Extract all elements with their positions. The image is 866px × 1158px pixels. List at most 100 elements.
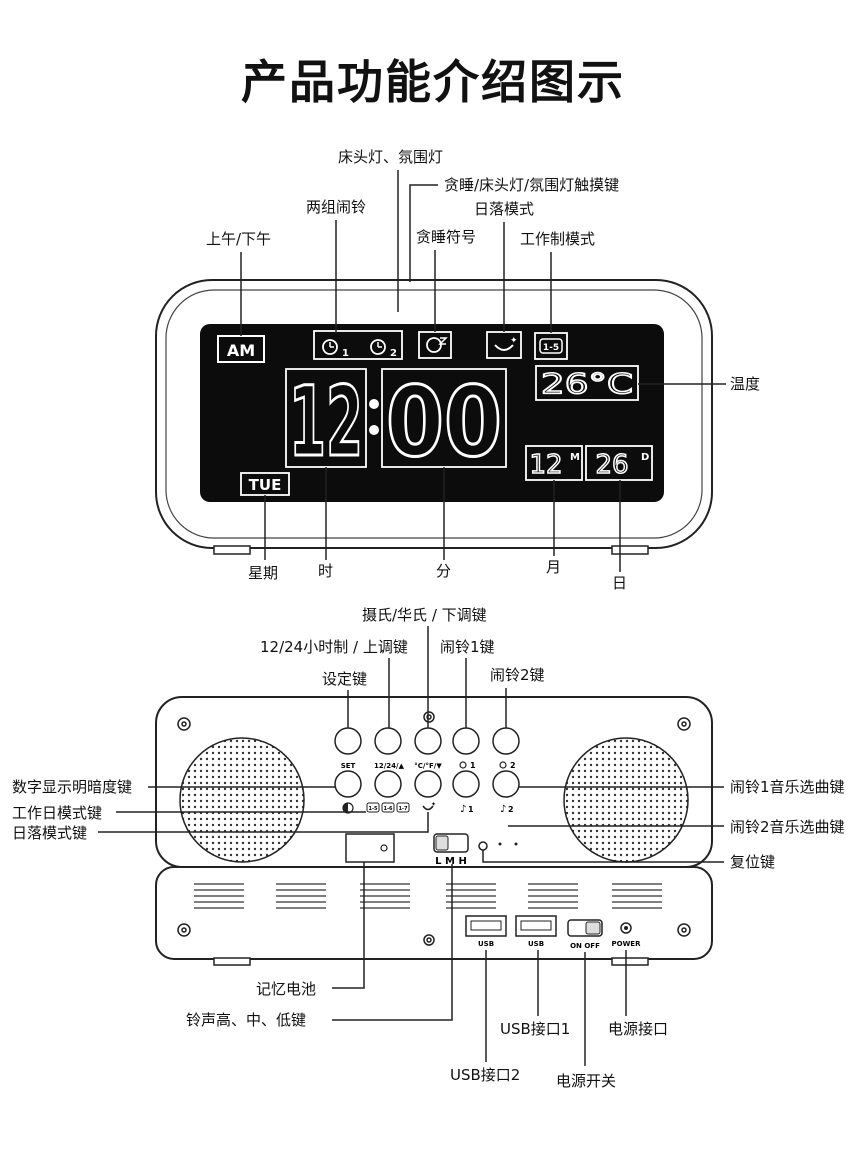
label-month: 月: [546, 558, 562, 576]
temp-readout: 26°C: [541, 367, 633, 400]
btn-label-1224: 12/24/▲: [374, 762, 405, 770]
label-alarm2-music: 闹铃2音乐选曲键: [730, 818, 845, 836]
power-switch-knob: [585, 921, 601, 935]
speaker-left: [179, 737, 305, 863]
alarms-box: [313, 330, 403, 360]
battery-door: [345, 833, 395, 863]
label-two-alarms: 两组闹铃: [306, 198, 367, 216]
label-alarm1-key: 闹铃1键: [440, 638, 495, 656]
work-badge-15: 1-5: [368, 806, 378, 812]
usb-b-label: USB: [528, 940, 544, 948]
sunset-icon: ✦: [494, 336, 518, 351]
clock-body-inner: [165, 289, 703, 539]
label-memory-battery: 记忆电池: [256, 980, 317, 998]
back-foot-left: [213, 957, 251, 966]
label-hour: 时: [318, 562, 334, 580]
btn-icon-alarm1: [459, 761, 467, 769]
label-weekday: 星期: [248, 564, 279, 582]
svg-text:✦: ✦: [510, 336, 518, 346]
front-callout-lines: [240, 170, 726, 572]
label-alarm2-key: 闹铃2键: [490, 666, 545, 684]
workday-badge: 1-5: [543, 343, 559, 353]
label-usb1: USB接口1: [500, 1020, 571, 1038]
brightness-icon: [342, 802, 354, 814]
label-alarm1-music: 闹铃1音乐选曲键: [730, 778, 845, 796]
day-sup: D: [641, 452, 649, 463]
music1-number: 1: [468, 805, 474, 814]
label-mode-up: 12/24小时制 / 上调键: [260, 638, 408, 656]
time-hours: 12: [289, 366, 363, 478]
label-ring-volume: 铃声高、中、低键: [186, 1011, 307, 1029]
foot-right: [611, 545, 649, 555]
sunset-key-icon: ✦: [422, 801, 436, 811]
label-workday-key: 工作日模式键: [12, 804, 103, 822]
label-touch-key: 贪睡/床头灯/氛围灯触摸键: [444, 176, 620, 194]
label-sunset-key: 日落模式键: [12, 824, 88, 842]
label-snooze-symbol: 贪睡符号: [416, 228, 477, 246]
label-workday-mode: 工作制模式: [520, 230, 596, 248]
label-set-key: 设定键: [322, 670, 368, 688]
speaker-right: [563, 737, 689, 863]
work-badge-17: 1-7: [398, 806, 408, 812]
alarm-clock-icon-1: [322, 339, 338, 355]
button-row-top: [334, 727, 520, 755]
battery-door-screw: [380, 844, 388, 852]
workday-badges: [366, 802, 410, 813]
usb-a-label: USB: [478, 940, 494, 948]
on-off-label: ON OFF: [570, 942, 600, 950]
btn-label-a2: 2: [510, 761, 516, 770]
time-minutes: 00: [386, 366, 502, 478]
work-badge-16: 1-6: [383, 806, 393, 812]
vent-slots: [194, 883, 662, 909]
month-value: 12: [529, 450, 562, 480]
power-jack-pin: [624, 926, 628, 930]
btn-label-cf: °C/°F/▼: [414, 762, 442, 770]
label-celsius-down: 摄氏/华氏 / 下调键: [362, 606, 487, 624]
snooze-icon: [426, 337, 448, 353]
btn-label-set: SET: [341, 762, 356, 770]
alarm-2-number: 2: [390, 348, 397, 359]
am-indicator: AM: [227, 341, 255, 360]
label-am-pm: 上午/下午: [206, 230, 272, 248]
label-sunset-mode: 日落模式: [474, 200, 535, 218]
label-brightness: 数字显示明暗度键: [12, 778, 133, 796]
volume-slider-knob: [435, 835, 449, 851]
music2-number: 2: [508, 805, 514, 814]
btn-icon-alarm2: [499, 761, 507, 769]
usb-port-b-inner: [520, 920, 552, 931]
button-row-second: [334, 770, 520, 798]
day-box: [585, 445, 653, 481]
reset-hole: [478, 841, 488, 851]
usb-port-a-inner: [470, 920, 502, 931]
alarm-clock-icon-2: [370, 339, 386, 355]
colon-top: [369, 399, 379, 409]
day-value: 26: [595, 450, 628, 480]
label-minute: 分: [436, 562, 452, 580]
back-foot-right: [611, 957, 649, 966]
indicator-dot-2: [514, 842, 518, 846]
screws: [177, 711, 691, 946]
music-note-icon-2: ♪: [500, 804, 506, 815]
page-title: 产品功能介绍图示: [241, 55, 625, 109]
lmh-labels: L M H: [435, 856, 467, 867]
indicator-dot-1: [498, 842, 502, 846]
label-bedside-light: 床头灯、氛围灯: [338, 148, 444, 166]
power-label: POWER: [612, 940, 642, 948]
label-power-port: 电源接口: [608, 1020, 669, 1038]
alarm-1-number: 1: [342, 348, 349, 359]
colon-bottom: [369, 425, 379, 435]
month-sup: M: [570, 452, 580, 463]
workday-inner: [539, 338, 563, 354]
label-power-switch: 电源开关: [556, 1072, 617, 1090]
btn-label-a1: 1: [470, 761, 476, 770]
label-reset: 复位键: [730, 853, 776, 871]
back-callout-lines: [98, 626, 724, 1066]
svg-text:✦: ✦: [431, 801, 436, 808]
weekday-indicator: TUE: [249, 476, 282, 494]
foot-left: [213, 545, 251, 555]
music-note-icon-1: ♪: [460, 804, 466, 815]
label-usb2: USB接口2: [450, 1066, 521, 1084]
temp-box: [535, 365, 639, 401]
label-day: 日: [612, 574, 628, 592]
